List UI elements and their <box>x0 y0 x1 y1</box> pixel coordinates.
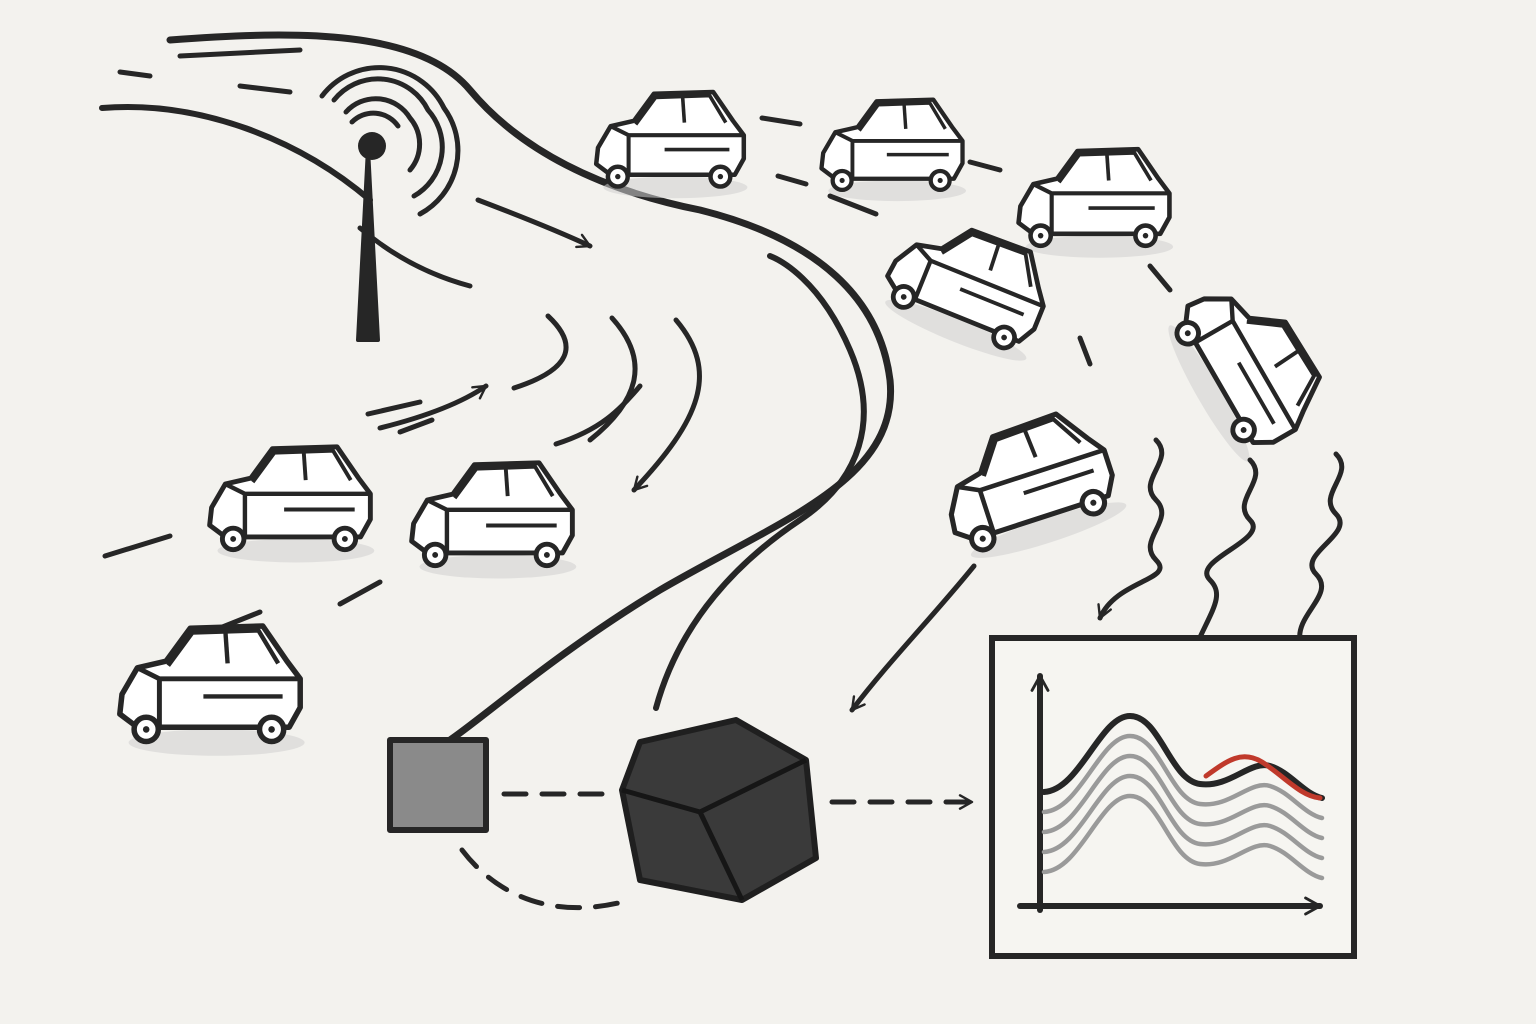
car-icon <box>1156 267 1338 467</box>
car-icon <box>210 447 375 563</box>
edge-device-icon <box>387 737 489 833</box>
signal-flows <box>365 197 702 493</box>
chart-curve <box>1041 733 1325 821</box>
analytics-chart <box>989 635 1357 959</box>
chart-curve <box>1041 773 1325 861</box>
chart-curve <box>1041 793 1325 881</box>
car-icon <box>930 402 1130 569</box>
car-icon <box>821 100 965 201</box>
road-curves <box>99 31 895 744</box>
radio-tower-icon <box>319 65 461 342</box>
processing-core-icon <box>619 717 819 903</box>
car-icon <box>596 92 747 198</box>
chart-curve <box>1041 712 1325 801</box>
chart-curves <box>1041 712 1325 881</box>
car-icon <box>412 463 577 579</box>
data-links <box>459 791 975 911</box>
car-icon <box>120 626 305 756</box>
car-icon <box>1019 149 1174 258</box>
chart-curve <box>1041 753 1325 841</box>
chart-curve-highlight <box>1203 754 1323 801</box>
